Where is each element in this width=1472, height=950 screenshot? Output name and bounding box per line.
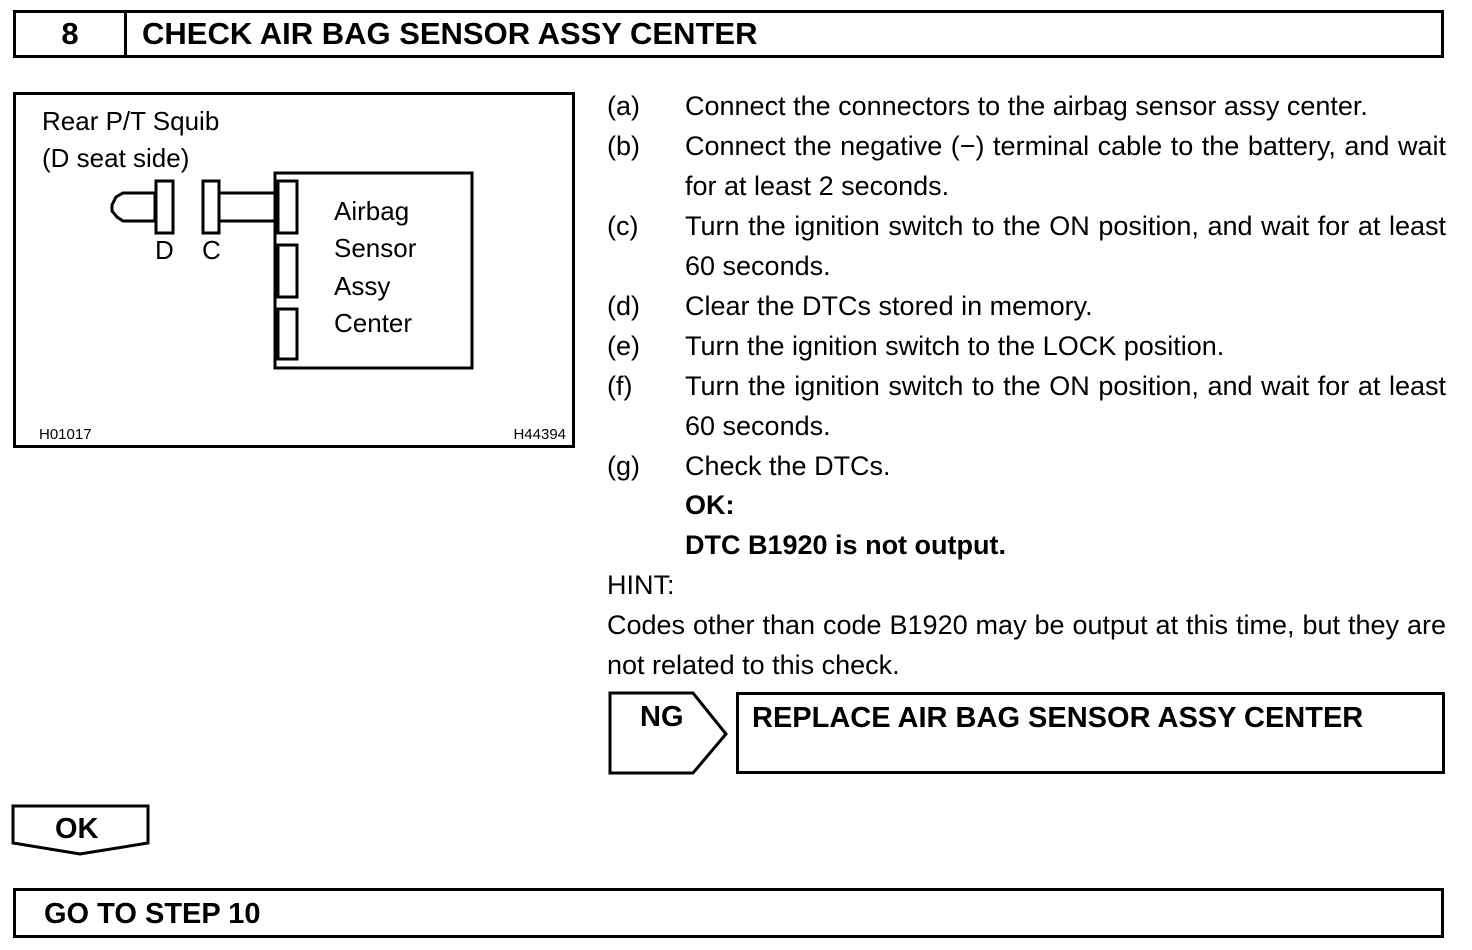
step-header: 8 CHECK AIR BAG SENSOR ASSY CENTER: [13, 10, 1444, 58]
connector-c-label: C: [202, 235, 221, 265]
step-f-letter: (f): [607, 371, 633, 401]
goto-step-box: GO TO STEP 10: [13, 888, 1444, 938]
step-e-letter: (e): [607, 331, 640, 361]
ng-arrow-shape: [608, 691, 728, 775]
airbag-sensor-box: [273, 171, 474, 370]
sensor-label-line2: Sensor: [334, 233, 417, 263]
sensor-label-line1: Airbag: [334, 196, 410, 226]
step-b-letter: (b): [607, 131, 640, 161]
connector-d-label: D: [155, 235, 174, 265]
sensor-connector-3: [276, 307, 299, 361]
sensor-label-line3: Assy: [334, 271, 391, 301]
connector-diagram: [110, 171, 474, 370]
hint-label: HINT:: [607, 570, 675, 600]
ng-label: NG: [640, 701, 684, 733]
step-c-letter: (c): [607, 211, 639, 241]
step-d-text: Clear the DTCs stored in memory.: [685, 291, 1093, 321]
ok-label: OK: [55, 813, 99, 845]
figure-title-line2: (D seat side): [42, 143, 190, 173]
step-f-text: Turn the ignition switch to the ON posit…: [685, 371, 1446, 441]
figure-code-right: H44394: [513, 426, 566, 443]
step-a-letter: (a): [607, 91, 640, 121]
step-e-text: Turn the ignition switch to the LOCK pos…: [685, 331, 1225, 361]
step-a-text: Connect the connectors to the airbag sen…: [685, 91, 1368, 121]
figure-code-left: H01017: [39, 426, 92, 443]
ok-arrow-shape: [11, 804, 150, 856]
step-d-letter: (d): [607, 291, 640, 321]
step-c-text: Turn the ignition switch to the ON posit…: [685, 211, 1446, 281]
wiring-figure: Rear P/T Squib (D seat side) D C Airbag …: [13, 92, 575, 448]
step-title: CHECK AIR BAG SENSOR ASSY CENTER: [142, 16, 758, 51]
sensor-connector-1: [276, 179, 299, 235]
ok-result-label: OK:: [685, 490, 735, 520]
goto-step-text: GO TO STEP 10: [44, 898, 261, 930]
step-number: 8: [16, 13, 127, 55]
connector-c: [201, 179, 221, 235]
step-b-text: Connect the negative (−) terminal cable …: [685, 131, 1446, 201]
ok-result-condition: DTC B1920 is not output.: [685, 530, 1007, 560]
hint-text: Codes other than code B1920 may be outpu…: [607, 610, 1446, 680]
sensor-label-line4: Center: [334, 308, 413, 338]
sensor-connector-2: [276, 243, 299, 299]
squib-connector: [110, 191, 157, 223]
ng-action-box: REPLACE AIR BAG SENSOR ASSY CENTER: [736, 692, 1445, 774]
figure-title-line1: Rear P/T Squib: [42, 106, 220, 136]
ng-action-text: REPLACE AIR BAG SENSOR ASSY CENTER: [752, 702, 1364, 734]
step-g-letter: (g): [607, 451, 640, 481]
connector-d: [154, 179, 175, 235]
step-g-text: Check the DTCs.: [685, 451, 891, 481]
